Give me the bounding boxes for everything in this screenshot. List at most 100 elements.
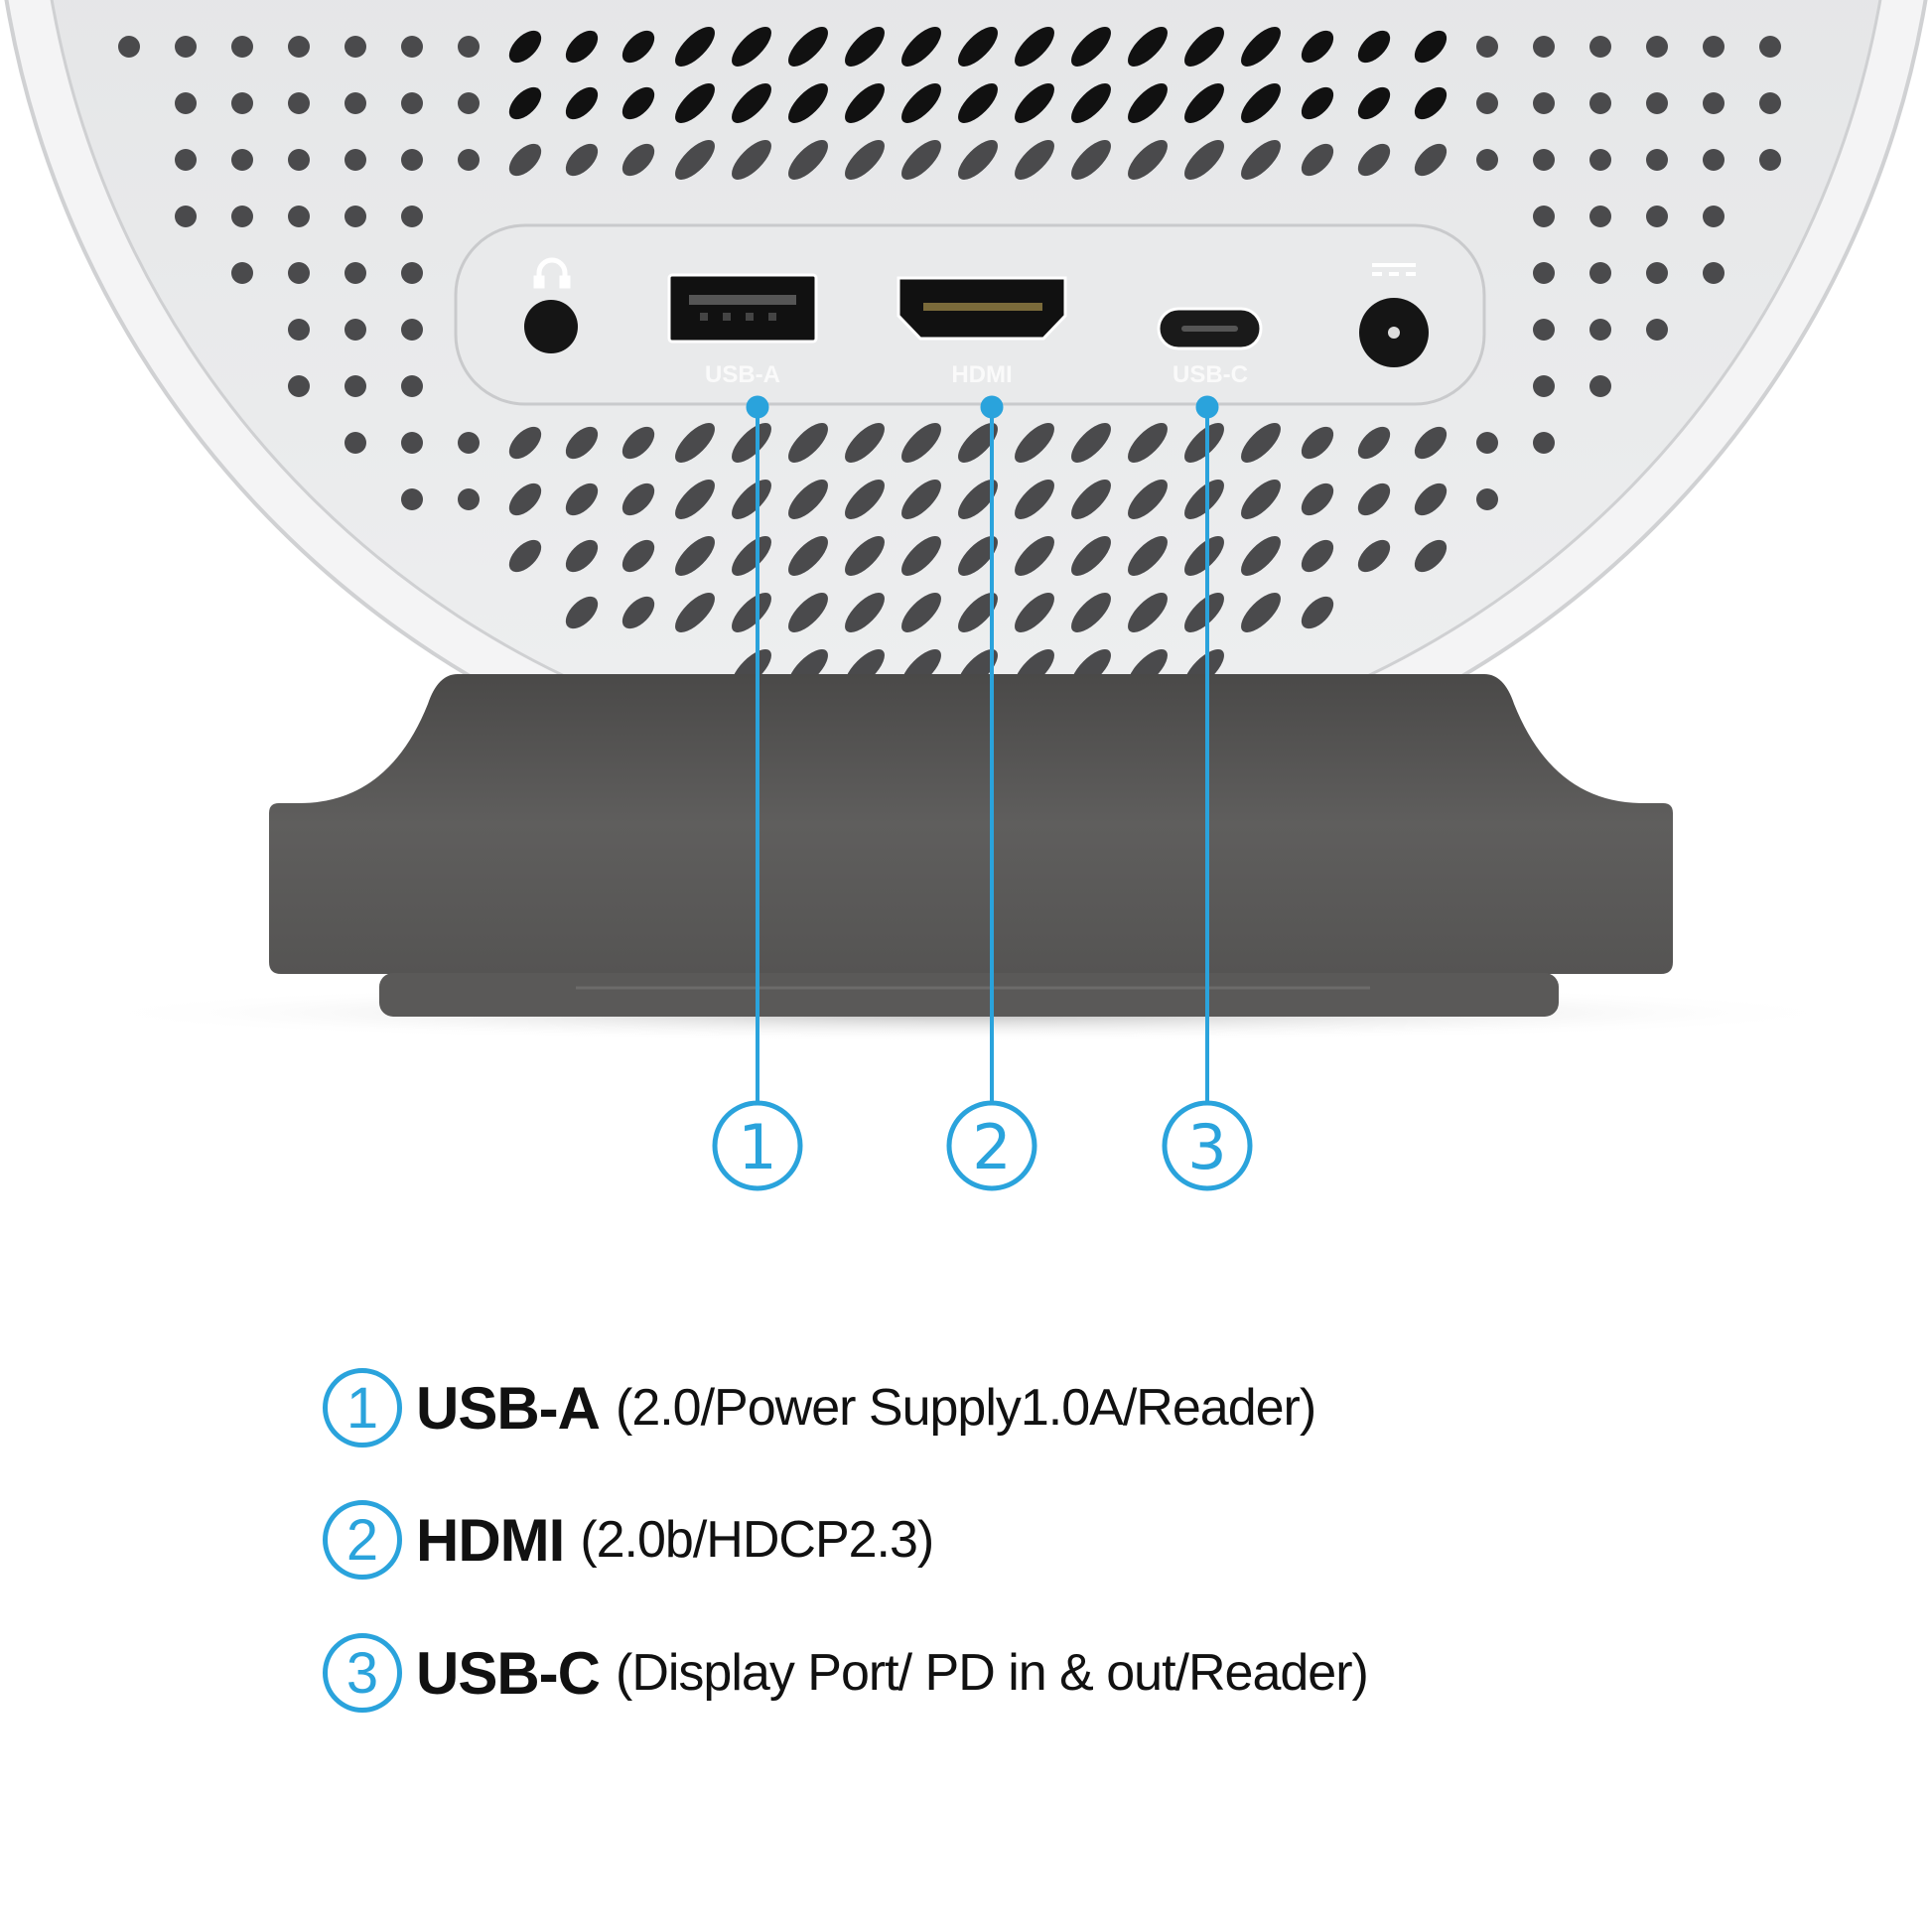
vent-hole [1589,319,1611,341]
vent-hole [1589,261,1611,284]
vent-hole [1015,593,1054,632]
vent-hole [1646,206,1668,227]
vent-hole [901,536,941,576]
vent-hole [1241,593,1281,632]
vent-hole [508,30,542,64]
vent-hole [958,83,998,123]
dc-power-icon [1372,263,1416,276]
vent-hole [958,480,998,519]
vent-hole [401,92,423,114]
vent-hole [1184,593,1224,632]
vent-hole [1128,140,1168,180]
vent-hole [1646,319,1668,341]
vent-hole [675,593,715,632]
vent-hole [621,143,655,177]
headphone-jack [524,300,578,353]
vent-hole [288,319,310,341]
vent-hole [1241,423,1281,463]
vent-hole [1128,480,1168,519]
vent-hole [401,36,423,58]
vent-hole [1646,149,1668,171]
vent-hole [675,423,715,463]
vent-hole [1071,423,1111,463]
vent-hole [508,483,542,516]
vent-hole [345,319,366,341]
vent-hole [175,149,197,171]
vent-hole [1071,480,1111,519]
vent-hole [958,140,998,180]
vent-hole [1533,36,1555,58]
vent-hole [1759,36,1781,58]
vent-hole [1015,83,1054,123]
vent-hole [675,27,715,67]
port-label-hdmi: HDMI [951,361,1012,388]
legend-port-name: USB-A [416,1374,601,1442]
vent-hole [565,483,599,516]
vent-hole [401,432,423,454]
vent-hole [621,30,655,64]
number-badge: 2 [323,1500,402,1580]
vent-hole [1241,140,1281,180]
vent-hole [231,92,253,115]
vent-hole [1357,483,1391,516]
vent-hole [1241,536,1281,576]
vent-hole [1301,86,1334,120]
vent-hole [845,140,885,180]
vent-hole [458,432,480,454]
vent-hole [845,27,885,67]
vent-hole [1015,140,1054,180]
vent-hole [1414,539,1448,573]
vent-hole [1703,149,1725,171]
vent-hole [958,593,998,632]
vent-hole [732,27,771,67]
vent-hole [288,262,310,284]
vent-hole [288,375,310,397]
callout-1: 1 [712,395,803,1191]
vent-hole [788,593,828,632]
vent-hole [1533,432,1555,454]
legend-port-desc: (2.0b/HDCP2.3) [580,1511,934,1569]
vent-hole [1128,27,1168,67]
vent-hole [732,423,771,463]
vent-hole [1703,36,1725,58]
vent-hole [1184,480,1224,519]
vent-hole [401,319,423,341]
vent-hole [288,206,310,228]
vent-hole [1703,92,1725,114]
vent-hole [1476,91,1498,114]
vent-hole [788,423,828,463]
vent-hole [1414,86,1448,120]
vent-hole [1301,143,1334,177]
vent-hole [1414,143,1448,177]
vent-hole [1301,596,1334,629]
vent-hole [1533,319,1555,341]
vent-hole [845,536,885,576]
callout-2: 2 [946,395,1037,1191]
vent-hole [675,140,715,180]
vent-hole [458,488,480,510]
vent-hole [1241,83,1281,123]
vent-hole [1476,488,1498,510]
vent-hole [621,426,655,460]
vent-hole [1646,92,1668,114]
vent-hole [401,149,423,171]
vent-hole [401,488,423,510]
vent-hole [1301,426,1334,460]
stand-foot [379,973,1559,1017]
vent-hole [901,423,941,463]
vent-hole [1414,426,1448,460]
stand-base [269,674,1673,974]
number-badge: 3 [323,1633,402,1713]
vent-hole [565,143,599,177]
vent-hole [732,536,771,576]
vent-hole [1357,426,1391,460]
vent-hole [1071,593,1111,632]
vent-hole [958,27,998,67]
vent-hole [401,205,423,227]
vent-hole [788,27,828,67]
headphone-icon [533,257,571,289]
vent-hole [565,596,599,629]
vent-hole [901,480,941,519]
vent-hole [1184,140,1224,180]
vent-hole [675,536,715,576]
